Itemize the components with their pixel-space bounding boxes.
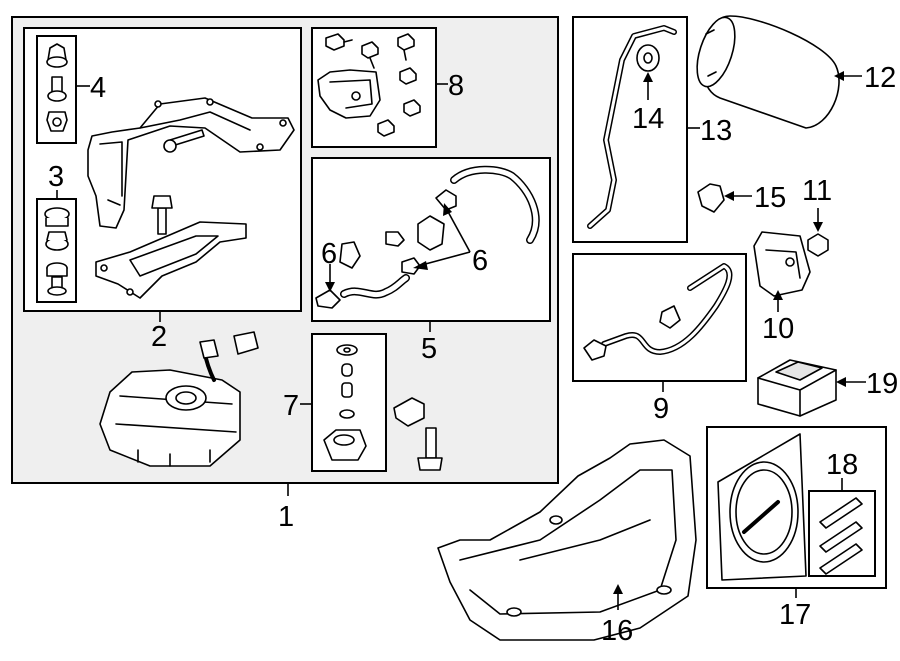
line-parts-5 [315,165,540,309]
leader-lines [56,71,866,610]
pipe-part-13 [587,25,677,229]
isolator-parts-3 [44,207,70,296]
callout-15: 15 [754,182,786,214]
callout-14: 14 [632,103,664,135]
clip-part-15 [697,183,725,213]
callout-9: 9 [653,393,669,425]
callout-10: 10 [762,313,794,345]
reservoir-part-12 [696,15,840,129]
bracket-part-10-11 [753,231,829,297]
callout-12: 12 [864,62,896,94]
bracket-part-2 [87,97,295,299]
repair-kit-parts-7 [323,344,443,471]
callout-17: 17 [779,599,811,631]
callout-18: 18 [826,449,858,481]
repair-kit-box-7 [311,333,387,472]
line-part-9 [583,263,733,361]
callout-8: 8 [448,70,464,102]
callout-19: 19 [866,368,898,400]
isolator-parts-4 [46,43,68,132]
compressor-part [99,331,259,467]
heat-shield-part-16 [437,439,697,641]
callout-2: 2 [151,321,167,353]
line-box-9 [572,253,747,382]
pipe-box-13 [572,16,688,243]
callout-6-left: 6 [321,238,337,270]
callout-6-right: 6 [472,245,488,277]
callout-4: 4 [90,72,106,104]
callout-7: 7 [283,390,299,422]
kit-part-17 [717,433,807,581]
callout-11: 11 [802,175,832,207]
callout-16: 16 [601,615,633,647]
callout-5: 5 [421,333,437,365]
hardware-parts-8 [317,33,421,137]
module-part-19 [757,359,837,417]
fittings-part-18 [819,497,863,575]
callout-3: 3 [48,161,64,193]
callout-1: 1 [278,501,294,533]
callout-13: 13 [700,115,732,147]
